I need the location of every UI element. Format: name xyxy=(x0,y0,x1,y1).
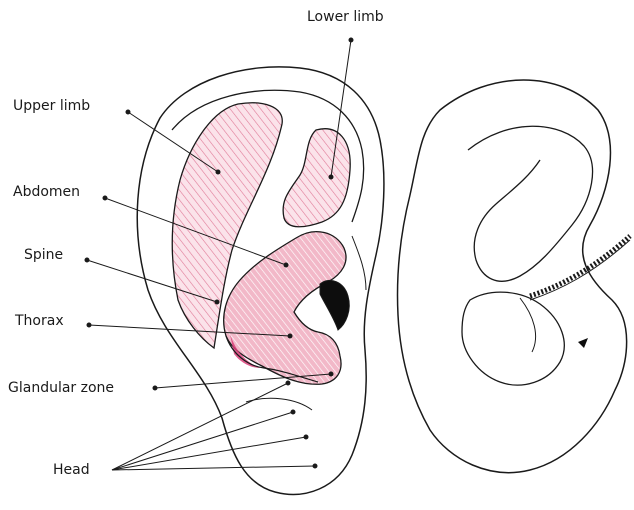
antitragus-line xyxy=(352,236,366,290)
leader-head-4 xyxy=(112,466,315,470)
fetal-marker xyxy=(578,338,588,348)
ear-canal xyxy=(320,280,349,330)
label-glandular-zone: Glandular zone xyxy=(8,381,114,395)
leader-head-2 xyxy=(112,412,293,470)
leader-head-1 xyxy=(112,383,288,470)
fetal-fold-line xyxy=(520,298,536,352)
label-abdomen: Abdomen xyxy=(13,185,80,199)
label-lower-limb: Lower limb xyxy=(307,10,384,24)
fetal-ear-inner-fold xyxy=(468,126,593,281)
cord xyxy=(530,236,630,296)
fetal-ear-outline xyxy=(398,80,627,473)
leader-head-3 xyxy=(112,437,306,470)
label-thorax: Thorax xyxy=(15,314,64,328)
label-head: Head xyxy=(53,463,90,477)
fetal-ear-concha xyxy=(462,292,564,385)
label-upper-limb: Upper limb xyxy=(13,99,90,113)
lower-limb-zone xyxy=(283,129,350,227)
label-spine: Spine xyxy=(24,248,63,262)
lobe-line xyxy=(246,398,312,410)
